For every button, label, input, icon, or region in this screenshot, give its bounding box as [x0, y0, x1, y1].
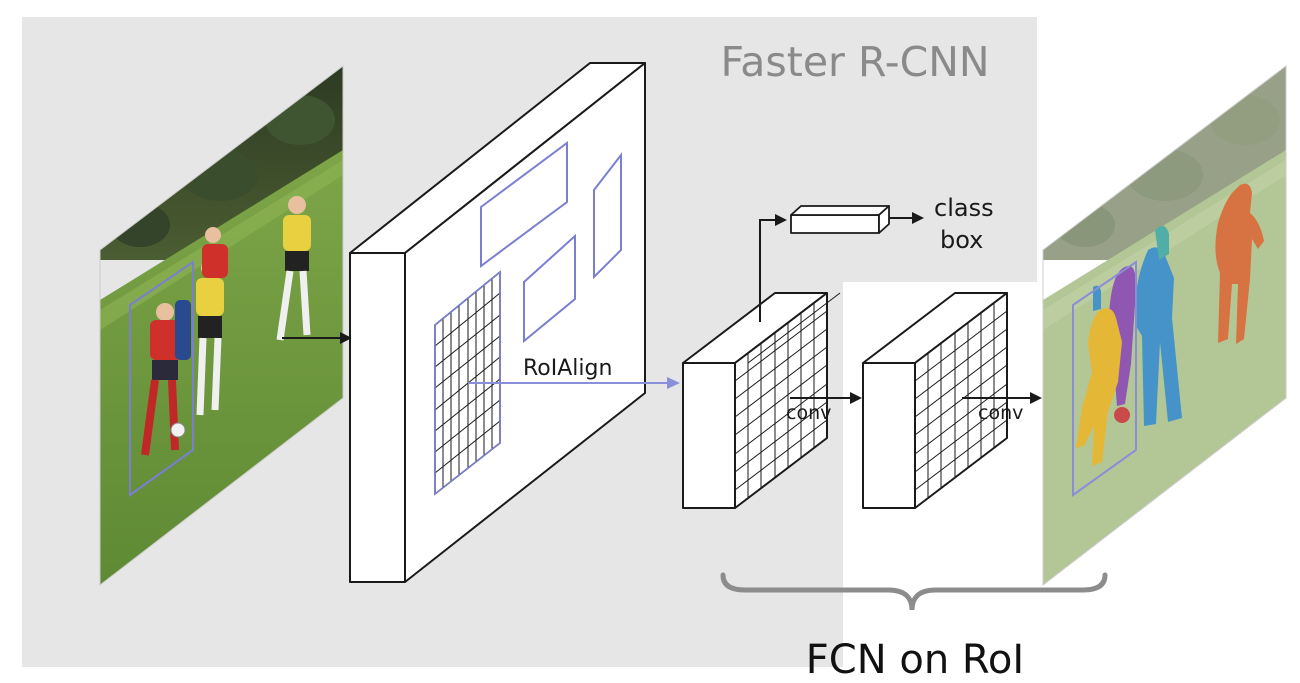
- proposal-box-1: [480, 141, 568, 268]
- mask-blue: [1135, 247, 1182, 426]
- conv-arrow-1: [790, 392, 862, 404]
- input-roi-box: [129, 260, 194, 497]
- conv-label-1: conv: [786, 402, 831, 424]
- player-red: [141, 303, 182, 456]
- class-box-branch: [759, 205, 924, 322]
- faster-rcnn-title: Faster R-CNN: [720, 38, 989, 86]
- conv-label-2: conv: [978, 402, 1023, 424]
- player-blue: [175, 300, 191, 360]
- roialign-arrow: [468, 377, 680, 389]
- proposal-box-2: [523, 233, 576, 344]
- output-roi-box: [1072, 260, 1137, 497]
- player-yellow-2: [276, 196, 311, 341]
- fcn-brace: [720, 572, 1108, 611]
- fcn-feature-block: [862, 292, 1008, 509]
- region-proposals: [480, 141, 622, 344]
- roi-feature-block: [682, 292, 841, 509]
- conv-arrow-2: [962, 392, 1042, 404]
- roialign-label: RoIAlign: [523, 356, 612, 381]
- mask-small-blue: [1093, 285, 1101, 311]
- player-red-2: [202, 227, 228, 278]
- proposal-box-3: [593, 152, 622, 280]
- ball: [170, 422, 186, 438]
- mask-teal: [1155, 225, 1169, 260]
- output-image: [1042, 64, 1287, 587]
- mask-ball: [1114, 407, 1130, 423]
- fcn-on-roi-label: FCN on RoI: [806, 637, 1024, 683]
- fc-head-block: [790, 205, 890, 234]
- backbone-roi-grid: [434, 270, 501, 496]
- mask-yellow: [1076, 308, 1122, 466]
- arrow-image-to-backbone: [282, 332, 352, 344]
- box-label: box: [940, 226, 983, 254]
- class-label: class: [934, 194, 994, 222]
- mask-orange: [1215, 183, 1264, 344]
